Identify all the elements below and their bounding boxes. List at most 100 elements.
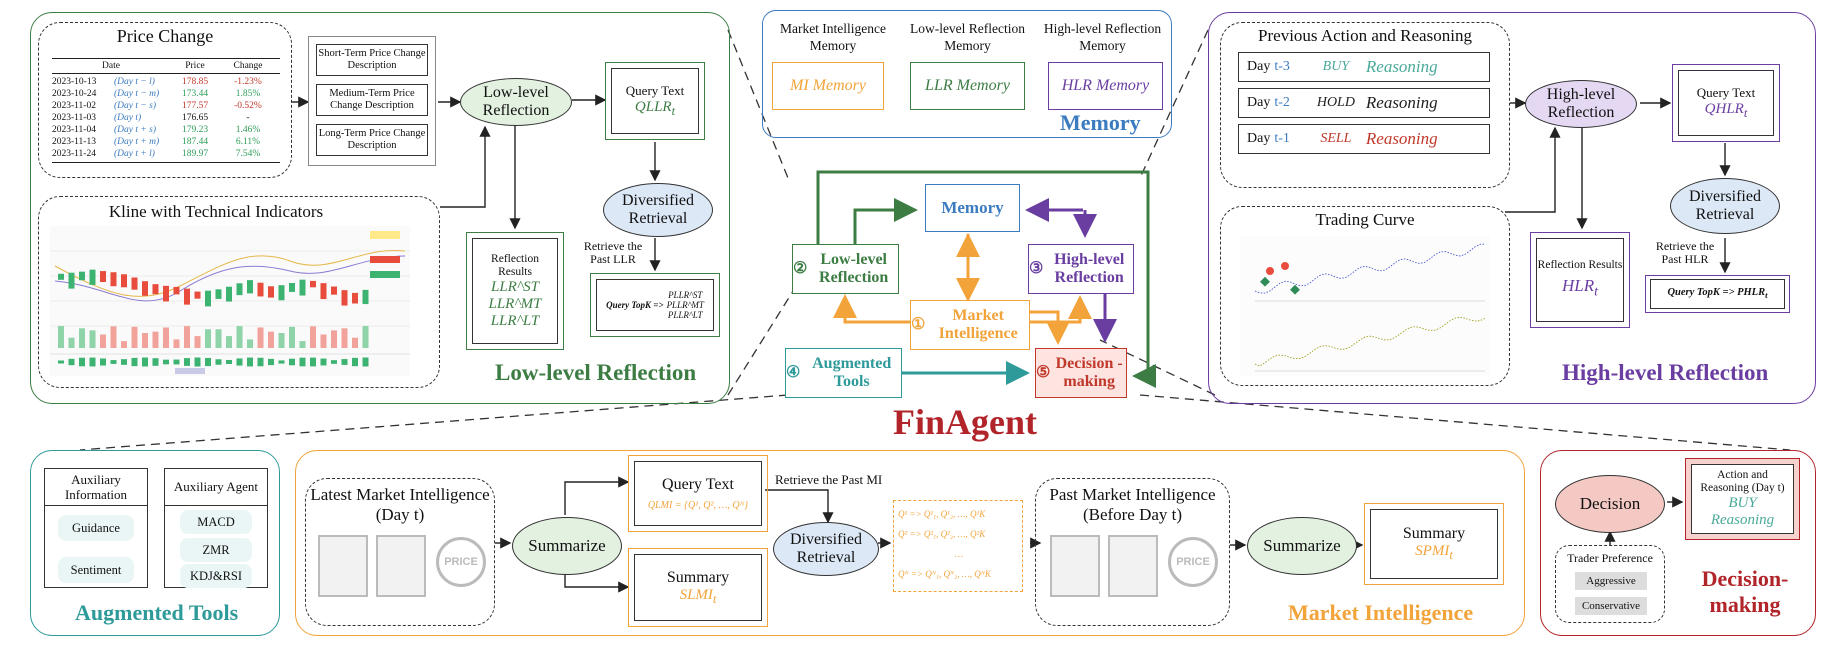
llr-retrieve-label: Retrieve the Past LLR [583,239,643,266]
past-mi-title: Past Market Intelligence (Before Day t) [1049,485,1216,524]
price-change: 1.46% [235,125,261,135]
kline-candle [89,269,96,285]
mi-summarize-2: Summarize [1247,517,1357,575]
center-llr-label: Low-level Reflection [819,251,889,286]
decision-output-box: Action and Reasoning (Day t) BUY Reasoni… [1691,464,1794,534]
kline-macd-bar [58,360,64,364]
kline-volume-bar [68,337,75,348]
pref-aggressive: Aggressive [1575,572,1647,590]
price-row: 2023-11-02(Day t − s)177.57-0.52% [52,100,280,112]
kline-volume-bar [299,341,306,348]
qlmi-formula: QLMI = {Q¹, Q², …, Qᴺ} [647,500,749,511]
kline-volume-bar [194,336,201,348]
kline-macd-bar [79,357,85,367]
price-value: 173.44 [181,89,209,99]
memory-panel [762,10,1172,138]
mi-retrieve-label: Retrieve the Past MI [775,472,883,487]
decision-node: Decision [1555,475,1665,533]
kline-volume-bar [205,329,211,348]
kline-macd-bar [194,357,201,367]
spmi-label: Summary [1402,525,1466,542]
price-day-tag: (Day t + s) [114,125,157,135]
llr-query-label: Query Text [625,83,685,98]
kline-macd-bar [352,357,358,367]
llr-diversified-retrieval: Diversified Retrieval [603,183,713,237]
past-report-icon [1108,535,1158,597]
kline-candle [131,277,138,290]
kline-candle [310,280,316,288]
trader-preference-title: Trader Preference [1567,550,1653,565]
trader-preference-box [1555,545,1665,623]
kline-macd-bar [68,358,75,366]
kline-candle [58,273,64,280]
action-t: t-2 [1274,95,1290,110]
hlr-diversified-retrieval: Diversified Retrieval [1670,178,1780,234]
price-row: 2023-10-13(Day t − l)178.85-1.23% [52,76,280,88]
kline-candle [173,286,180,295]
trading-curve-box [1220,206,1510,386]
price-date: 2023-11-02 [52,101,96,111]
llr-mt: LLR^MT [488,295,542,312]
hlr-memory-box: HLR Memory [1048,62,1163,110]
kline-macd-bar [278,360,285,364]
price-icon: PRICE [436,537,486,587]
llr-topk-box: Query TopK => PLLR^ST PLLR^MT PLLR^LT [596,279,714,331]
center-mi-label: Market Intelligence [938,307,1018,342]
finagent-title: FinAgent [893,402,1037,442]
kline-volume-bar [110,326,117,348]
kline-candle [215,289,222,299]
hlr-query-group [1672,64,1780,142]
pllr-lt: PLLR^LT [667,310,703,320]
kline-candle [331,286,337,295]
col-date: Date [102,61,120,71]
previous-action-box [1220,22,1510,188]
kline-candle [110,272,117,287]
kline-macd-bar [152,358,159,366]
llr-topk-group [590,273,720,337]
kline-volume-bar [184,326,190,348]
action-verb: BUY [1322,59,1350,74]
llr-query-group [605,62,705,140]
kline-macd-bar [215,359,222,365]
hlr-query-box: Query Text QHLRt [1678,70,1774,136]
kline-volume-bar [173,339,180,348]
price-change: 6.11% [235,137,261,147]
center-hlr-label: High-level Reflection [1054,251,1125,286]
hlr-topk-box: Query TopK => PHLRt [1650,279,1785,309]
mi-mapping-item: Q¹ => Q¹₁, Q¹₂, …, Q¹K [898,509,986,519]
kline-macd-bar [131,357,138,367]
kline-macd-bar [341,359,348,365]
price-change: -1.23% [234,77,262,87]
kline-macd-bar [247,357,253,367]
price-day-tag: (Day t − m) [114,89,160,99]
price-value: 189.97 [181,149,209,159]
mi-summarize-1: Summarize [512,517,622,575]
pllr-st: PLLR^ST [668,290,703,300]
hlr-retrieve-label: Retrieve the Past HLR [1655,239,1715,266]
kline-candle [247,280,253,294]
kline-candle [152,284,159,295]
llr-results-box: Reflection Results LLR^ST LLR^MT LLR^LT [472,238,558,344]
price-day-tag: (Day t) [114,113,142,123]
past-mi-icons: PRICE [1050,535,1220,610]
kline-volume-bar [268,331,274,348]
high-level-panel-label: High-level Reflection [1562,360,1769,385]
kline-volume-bar [331,330,337,348]
kline-macd-bar [289,358,295,366]
llr-memory-head: Low-level Reflection Memory [909,21,1026,53]
hlr-query-label: Query Text [1696,85,1756,100]
high-level-reflection-panel [1208,12,1816,404]
hlr-topk-group [1645,275,1790,313]
kline-macd-bar [89,357,96,367]
decision-buy: BUY [1728,495,1757,511]
market-intelligence-panel [295,450,1525,636]
kline-macd-bar [142,357,148,367]
aux-info-title: Auxiliary Information [44,468,148,506]
kline-volume-bar [142,333,148,348]
kline-candle [79,271,85,281]
mi-memory-head: Market Intelligence Memory [779,21,887,53]
kline-candle [163,285,169,302]
kline-macd-bar [299,357,306,367]
